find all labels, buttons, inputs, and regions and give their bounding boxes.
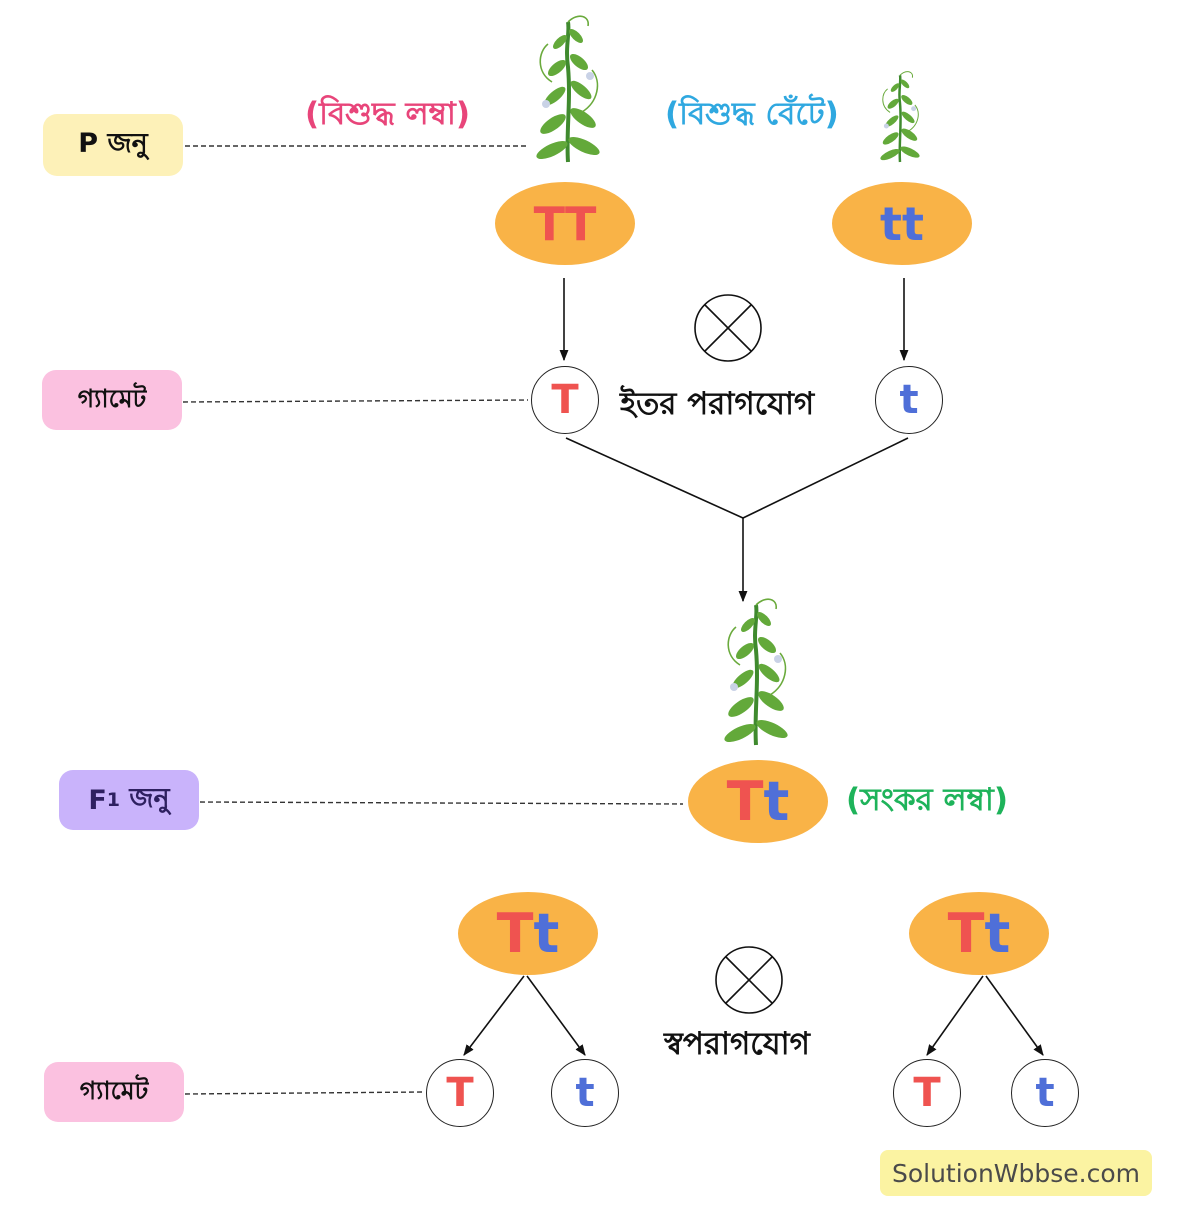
gamete-T-circle: T	[426, 1059, 494, 1127]
pure-tall-label: (বিশুদ্ধ লম্বা)	[305, 96, 471, 132]
f1-word: জনু	[129, 782, 170, 814]
pea-plant-icon	[720, 597, 792, 748]
allele: t	[902, 196, 924, 251]
allele: T	[565, 196, 597, 251]
gamete-t-circle: t	[551, 1059, 619, 1127]
merge-line-right	[742, 437, 909, 519]
gamete-T-circle: T	[531, 366, 599, 434]
allele: T	[496, 902, 534, 965]
allele: T	[947, 902, 985, 965]
cross-symbol-icon	[694, 294, 762, 362]
f1-letter: F	[88, 784, 107, 816]
cross-symbol-icon	[715, 946, 783, 1014]
branch-right-t-arrow	[985, 975, 1044, 1056]
pure-dwarf-label: (বিশুদ্ধ বেঁটে)	[665, 96, 839, 132]
merge-line-left	[565, 437, 744, 519]
pea-plant-icon	[532, 14, 604, 165]
gamete-dashed-connector	[182, 399, 529, 403]
self-pollination-label: স্বপরাগযোগ	[664, 1026, 810, 1062]
allele: T	[726, 770, 764, 833]
hybrid-tall-label: (সংকর লম্বা)	[846, 782, 1009, 818]
pea-plant-icon	[877, 70, 923, 164]
allele: t	[533, 902, 560, 965]
branch-left-T-arrow	[463, 975, 525, 1056]
gamete-t-circle: t	[875, 366, 943, 434]
gamete-t-circle: t	[1011, 1059, 1079, 1127]
p-generation-text: P জনু	[78, 127, 148, 159]
watermark: SolutionWbbse.com	[880, 1150, 1152, 1196]
p-generation-label: P জনু	[43, 114, 183, 176]
gamete-label-text: গ্যামেট	[77, 383, 147, 413]
gamete2-dashed-connector	[184, 1091, 424, 1095]
gamete-T-circle: T	[893, 1059, 961, 1127]
allele: t	[880, 196, 902, 251]
branch-left-t-arrow	[526, 975, 586, 1056]
cross-pollination-label: ইতর পরাগযোগ	[620, 386, 815, 422]
gamete-label-2: গ্যামেট	[44, 1062, 184, 1122]
f1-dashed-connector	[199, 801, 684, 805]
gamete-label: গ্যামেট	[42, 370, 182, 430]
allele: t	[763, 770, 790, 833]
allele: t	[984, 902, 1011, 965]
branch-right-T-arrow	[926, 975, 984, 1056]
gamete-label-2-text: গ্যামেট	[79, 1075, 149, 1105]
allele: T	[533, 196, 565, 251]
f1-subscript: 1	[106, 789, 120, 811]
